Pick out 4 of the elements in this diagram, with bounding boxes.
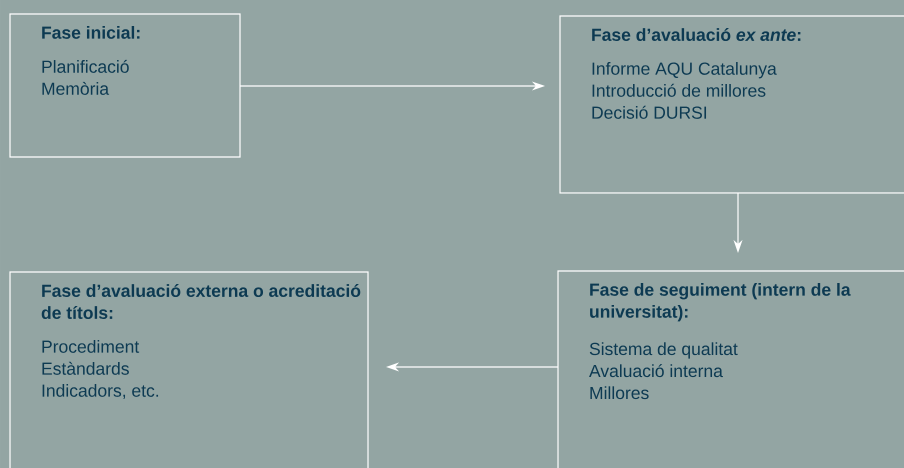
phase-box: Fase inicial: Planificació Memòria [9, 13, 241, 158]
phase-box: Fase de seguiment (intern de la universitat): Sistema de qualitat Avaluació interna Millores [557, 270, 904, 468]
phase-box: Fase d’avaluació ex ante: Informe AQU Catalunya Introducció de millores Decisió DURSI [559, 15, 904, 194]
phase-box: Fase d’avaluació externa o acreditació de títols: Procediment Estàndards Indicadors, etc. [9, 271, 369, 468]
